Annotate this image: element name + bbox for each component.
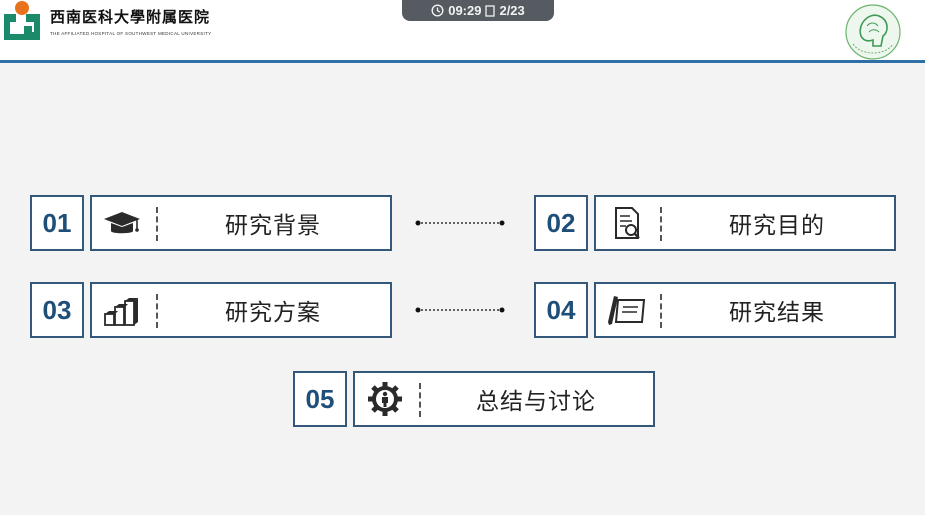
- page-icon: [485, 4, 496, 17]
- agenda-number: 01: [30, 195, 84, 251]
- agenda-label-box: 研究方案: [90, 282, 392, 338]
- label-divider: [660, 207, 662, 241]
- agenda-item-04[interactable]: 04 研究结果: [534, 282, 896, 338]
- document-search-icon: [615, 207, 640, 239]
- agenda-label-box: 研究目的: [594, 195, 896, 251]
- page-counter: 2/23: [499, 3, 525, 18]
- label-divider: [660, 294, 662, 328]
- clock-icon: [431, 4, 444, 17]
- label-divider: [156, 294, 158, 328]
- pen-paper-icon: [608, 296, 646, 325]
- agenda-label: 研究目的: [729, 213, 825, 239]
- agenda-label: 总结与讨论: [476, 389, 596, 415]
- agenda-label: 研究背景: [225, 213, 321, 239]
- label-divider: [419, 383, 421, 417]
- bar-blocks-icon: [104, 298, 138, 326]
- hospital-name: 西南医科大學附属医院: [50, 8, 211, 26]
- agenda-number: 03: [30, 282, 84, 338]
- agenda-number: 04: [534, 282, 588, 338]
- agenda-item-05[interactable]: 05 总结与讨论: [293, 371, 655, 427]
- brain-emblem-icon: [845, 4, 901, 60]
- connector-line: [415, 220, 505, 226]
- agenda-number: 02: [534, 195, 588, 251]
- agenda-number: 05: [293, 371, 347, 427]
- agenda-item-03[interactable]: 03 研究方案: [30, 282, 392, 338]
- elapsed-time: 09:29: [448, 3, 482, 18]
- graduation-cap-icon: [104, 212, 140, 234]
- agenda-label-box: 研究结果: [594, 282, 896, 338]
- label-divider: [156, 207, 158, 241]
- agenda-label-box: 总结与讨论: [353, 371, 655, 427]
- connector-line: [415, 307, 505, 313]
- hospital-logo-icon: [4, 1, 40, 40]
- agenda-item-02[interactable]: 02 研究目的: [534, 195, 896, 251]
- hospital-subtitle: THE AFFILIATED HOSPITAL OF SOUTHWEST MED…: [50, 31, 212, 36]
- agenda-label: 研究方案: [225, 300, 321, 326]
- gear-person-icon: [368, 382, 402, 416]
- header-divider: [0, 60, 925, 63]
- agenda-label: 研究结果: [729, 300, 825, 326]
- agenda-label-box: 研究背景: [90, 195, 392, 251]
- presentation-status-bar: 09:29 2/23: [402, 0, 554, 21]
- agenda-item-01[interactable]: 01 研究背景: [30, 195, 392, 251]
